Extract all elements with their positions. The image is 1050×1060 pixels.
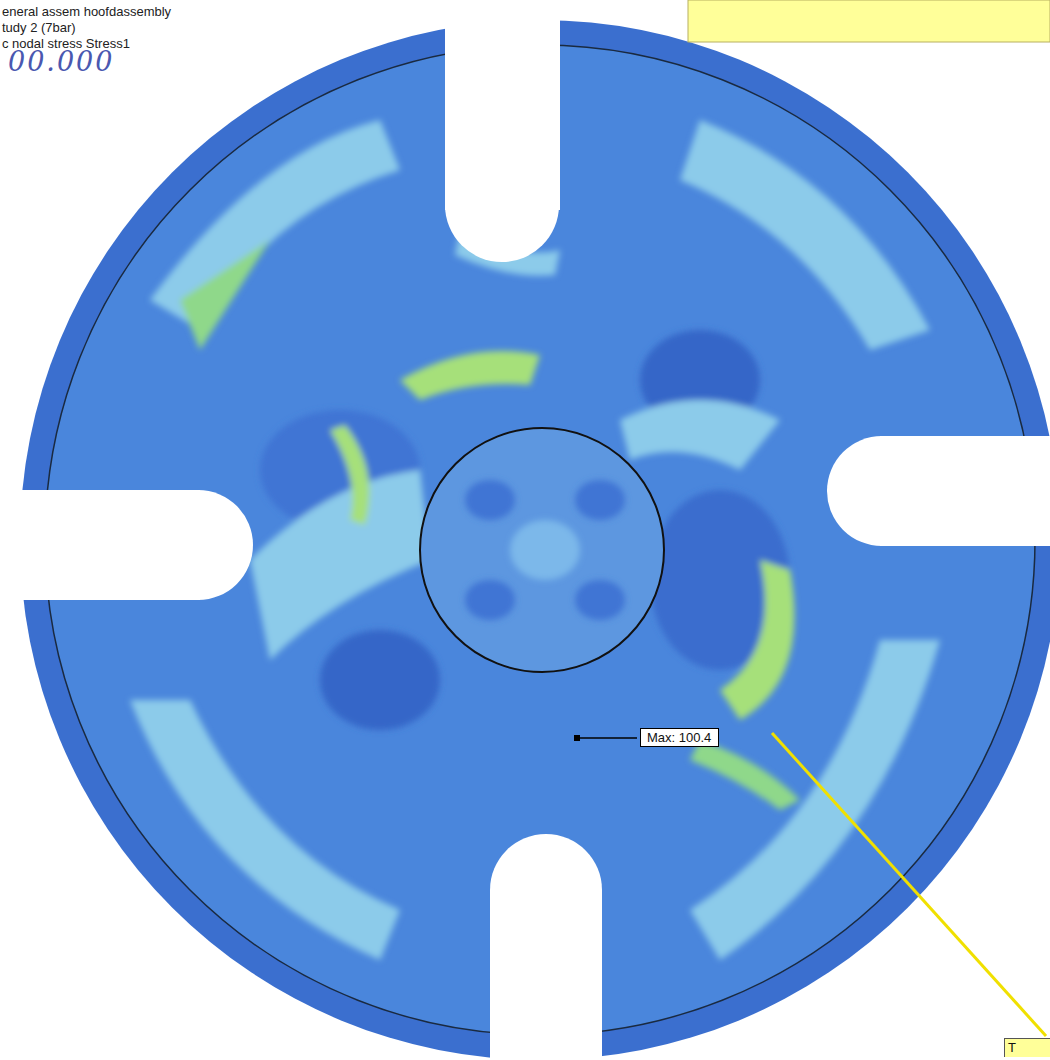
hub-pattern	[465, 480, 625, 620]
header-text: c nodal stress Stress1	[2, 36, 130, 51]
note-box: T	[1004, 1038, 1050, 1057]
note-box	[688, 0, 1050, 42]
node-text: T	[1008, 1040, 1047, 1055]
header-text: eneral assem hoofdassembly	[2, 4, 171, 19]
max-marker	[574, 735, 580, 741]
max-value-box: Max: 100.4	[640, 728, 719, 747]
callout-line	[772, 733, 1046, 1036]
header-text: tudy 2 (7bar)	[2, 20, 76, 35]
handwritten-note: 00.000	[8, 54, 114, 69]
node-text: Max: 100.4	[647, 730, 712, 745]
inner-circle	[420, 428, 664, 672]
leader-line	[578, 737, 637, 739]
